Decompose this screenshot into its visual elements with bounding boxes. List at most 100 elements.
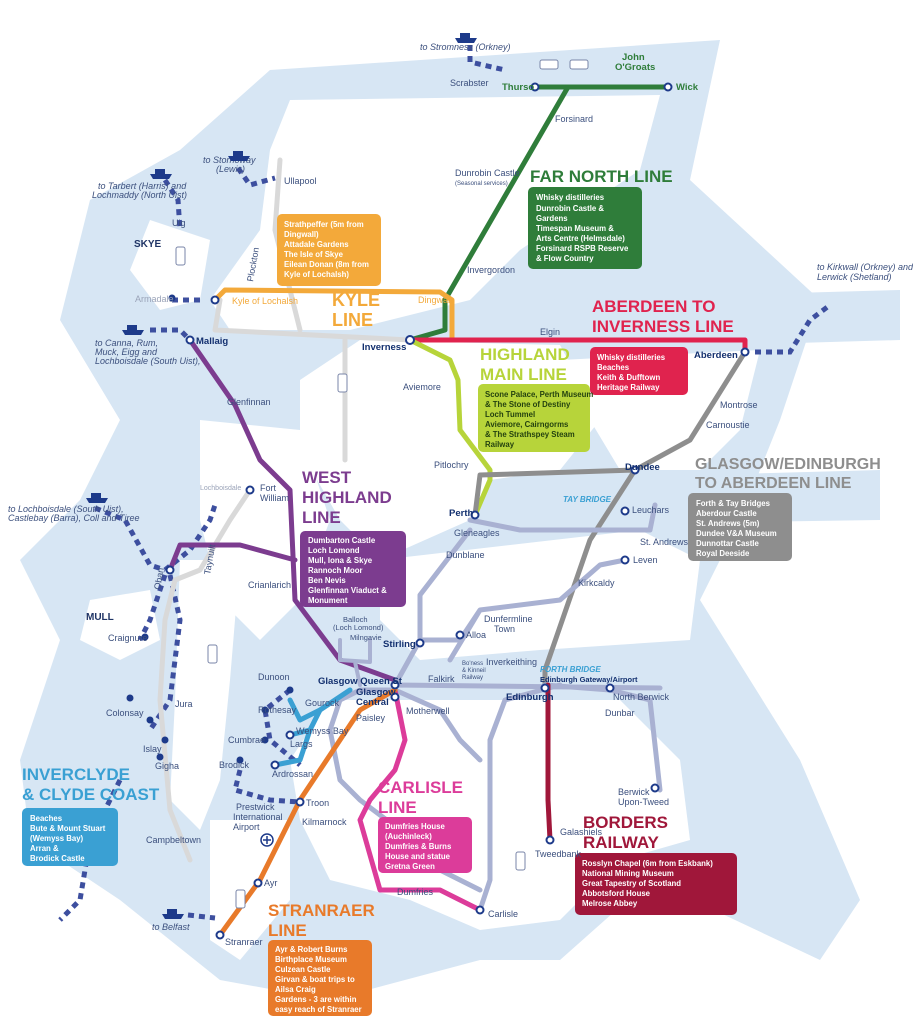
airport-icon — [260, 833, 274, 847]
svg-text:Milngavie: Milngavie — [350, 633, 382, 642]
svg-text:Dumfries: Dumfries — [397, 887, 434, 897]
ferry-icon — [122, 325, 144, 335]
svg-text:Gretna Green: Gretna Green — [385, 862, 435, 871]
glasgow-aberdeen-box: Forth & Tay Bridges Aberdour Castle St. … — [688, 493, 792, 561]
highland-main-box: Scone Palace, Perth Museum & The Stone o… — [478, 384, 593, 452]
svg-text:Arts Centre (Helmsdale): Arts Centre (Helmsdale) — [536, 234, 625, 243]
svg-text:Whisky distilleries: Whisky distilleries — [597, 353, 666, 362]
attraction-boxes: Whisky distilleries Dunrobin Castle & Ga… — [22, 187, 792, 1016]
ferry-icons — [86, 33, 477, 919]
stranraer-title-2: LINE — [268, 921, 307, 940]
svg-text:Aviemore, Cairngorms: Aviemore, Cairngorms — [485, 420, 569, 429]
line-glasgow-aberdeen — [472, 349, 748, 688]
svg-text:International: International — [233, 812, 283, 822]
svg-text:& The Stone of Destiny: & The Stone of Destiny — [485, 400, 571, 409]
svg-text:Aviemore: Aviemore — [403, 382, 441, 392]
ferry-icon — [228, 151, 250, 161]
svg-text:Beaches: Beaches — [30, 814, 63, 823]
svg-text:Tweedbank: Tweedbank — [535, 849, 582, 859]
highland-main-title-1: HIGHLAND — [480, 345, 570, 364]
svg-text:Pitlochry: Pitlochry — [434, 460, 469, 470]
svg-text:Dingwall): Dingwall) — [284, 230, 319, 239]
svg-text:Dunfermline: Dunfermline — [484, 614, 533, 624]
svg-text:John: John — [622, 52, 645, 63]
svg-text:Forsinard RSPB Reserve: Forsinard RSPB Reserve — [536, 244, 629, 253]
svg-text:Brodick Castle: Brodick Castle — [30, 854, 85, 863]
svg-text:Forsinard: Forsinard — [555, 114, 593, 124]
svg-text:Scrabster: Scrabster — [450, 78, 489, 88]
svg-text:Rannoch Moor: Rannoch Moor — [308, 566, 363, 575]
svg-text:Thurso: Thurso — [502, 82, 534, 93]
svg-text:Islay: Islay — [143, 744, 162, 754]
svg-text:Rothesay: Rothesay — [258, 705, 297, 715]
svg-text:Gourock: Gourock — [305, 698, 340, 708]
svg-text:Lerwick (Shetland): Lerwick (Shetland) — [817, 272, 892, 282]
aberdeen-inverness-title-2: INVERNESS LINE — [592, 317, 734, 336]
svg-text:Perth: Perth — [449, 508, 473, 519]
svg-text:Central: Central — [356, 697, 389, 708]
bus-icon — [235, 889, 246, 909]
svg-text:Leven: Leven — [633, 555, 658, 565]
svg-text:Armadale: Armadale — [135, 294, 174, 304]
west-highland-title-3: LINE — [302, 508, 341, 527]
svg-text:(Wemyss Bay): (Wemyss Bay) — [30, 834, 84, 843]
ferry-labels: to Stromness (Orkney) to Stornoway (Lewi… — [8, 42, 913, 932]
svg-text:(Seasonal services): (Seasonal services) — [455, 181, 508, 187]
svg-text:Inverkeithing: Inverkeithing — [486, 657, 537, 667]
svg-text:Elgin: Elgin — [540, 327, 560, 337]
svg-text:Troon: Troon — [306, 798, 329, 808]
inverclyde-title-2: & CLYDE COAST — [22, 785, 160, 804]
line-aberdeen-inverness — [407, 337, 748, 353]
svg-text:Aberdeen: Aberdeen — [694, 350, 738, 361]
svg-text:Dingwall: Dingwall — [418, 295, 452, 305]
svg-text:Castlebay (Barra), Coll and Ti: Castlebay (Barra), Coll and Tiree — [8, 513, 139, 523]
svg-text:Largs: Largs — [290, 739, 313, 749]
svg-text:House and statue: House and statue — [385, 852, 451, 861]
svg-text:easy reach of Stranraer: easy reach of Stranraer — [275, 1005, 362, 1014]
svg-text:Mull, Iona & Skye: Mull, Iona & Skye — [308, 556, 373, 565]
stranraer-title-1: STRANRAER — [268, 901, 375, 920]
line-titles: FAR NORTH LINE KYLE LINE ABERDEEN TO INV… — [22, 167, 881, 940]
highland-main-title-2: MAIN LINE — [480, 365, 567, 384]
svg-text:Campbeltown: Campbeltown — [146, 835, 201, 845]
svg-text:Dundee V&A Museum: Dundee V&A Museum — [696, 529, 777, 538]
svg-text:Dumfries & Burns: Dumfries & Burns — [385, 842, 452, 851]
svg-text:Lochboisdale: Lochboisdale — [200, 485, 241, 492]
svg-text:Lochboisdale (South Uist),: Lochboisdale (South Uist), — [95, 356, 201, 366]
west-highland-box: Dumbarton Castle Loch Lomond Mull, Iona … — [300, 531, 406, 607]
borders-box: Rosslyn Chapel (6m from Eskbank) Nationa… — [575, 853, 737, 915]
svg-text:Alloa: Alloa — [466, 630, 486, 640]
line-carlisle — [357, 687, 483, 913]
svg-text:to Tarbert (Harris) and: to Tarbert (Harris) and — [98, 181, 187, 191]
svg-text:Strathpeffer (5m from: Strathpeffer (5m from — [284, 220, 364, 229]
svg-text:National Mining Museum: National Mining Museum — [582, 869, 674, 878]
svg-text:Carlisle: Carlisle — [488, 909, 518, 919]
svg-text:Invergordon: Invergordon — [467, 265, 515, 275]
svg-text:Ullapool: Ullapool — [284, 176, 317, 186]
svg-text:Colonsay: Colonsay — [106, 708, 144, 718]
svg-text:& The Strathspey Steam: & The Strathspey Steam — [485, 430, 575, 439]
svg-text:Galashiels: Galashiels — [560, 827, 603, 837]
svg-text:Royal Deeside: Royal Deeside — [696, 549, 750, 558]
svg-text:Scone Palace, Perth Museum: Scone Palace, Perth Museum — [485, 390, 593, 399]
svg-text:Fort: Fort — [260, 483, 277, 493]
carlisle-title-2: LINE — [378, 798, 417, 817]
aberdeen-inverness-title-1: ABERDEEN TO — [592, 297, 715, 316]
svg-text:Balloch: Balloch — [343, 615, 368, 624]
svg-text:Attadale Gardens: Attadale Gardens — [284, 240, 349, 249]
svg-text:Dunoon: Dunoon — [258, 672, 290, 682]
svg-text:Kyle of Lochalsh): Kyle of Lochalsh) — [284, 270, 349, 279]
svg-text:St. Andrews: St. Andrews — [640, 537, 689, 547]
line-stranraer — [217, 687, 398, 938]
svg-text:Dumbarton Castle: Dumbarton Castle — [308, 536, 376, 545]
svg-text:William: William — [260, 493, 289, 503]
carlisle-title-1: CARLISLE — [378, 778, 463, 797]
svg-text:Forth & Tay Bridges: Forth & Tay Bridges — [696, 499, 771, 508]
svg-text:Arran &: Arran & — [30, 844, 59, 853]
svg-text:Montrose: Montrose — [720, 400, 758, 410]
borders-title-2: RAILWAY — [583, 833, 660, 852]
svg-text:SKYE: SKYE — [134, 239, 162, 250]
svg-text:Wick: Wick — [676, 82, 699, 93]
svg-text:Prestwick: Prestwick — [236, 802, 275, 812]
ferry-icon — [455, 33, 477, 43]
